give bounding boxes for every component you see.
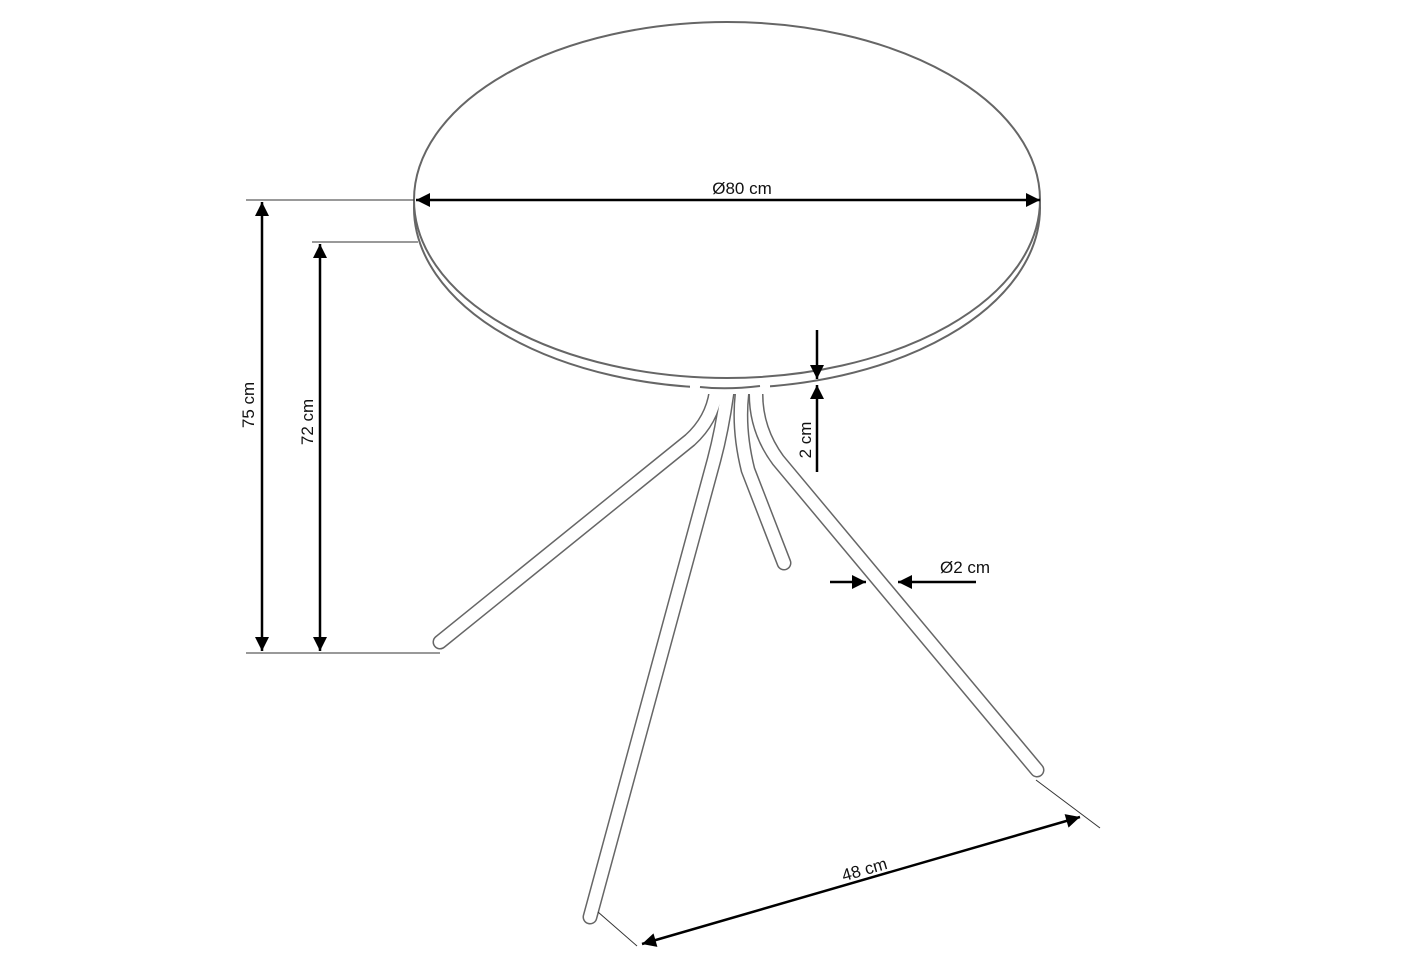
- table-top: [413, 21, 1041, 394]
- leg-span-arrow: [641, 814, 1081, 947]
- dimension-lines: [255, 193, 1081, 947]
- leg-height-label: 72 cm: [298, 399, 317, 445]
- table-legs: [432, 384, 1045, 925]
- diameter-label: Ø80 cm: [712, 179, 772, 198]
- total-height-label: 75 cm: [239, 382, 258, 428]
- extension-lines: [246, 199, 1101, 947]
- thickness-label: 2 cm: [796, 422, 815, 459]
- leg-diameter-label: Ø2 cm: [940, 558, 990, 577]
